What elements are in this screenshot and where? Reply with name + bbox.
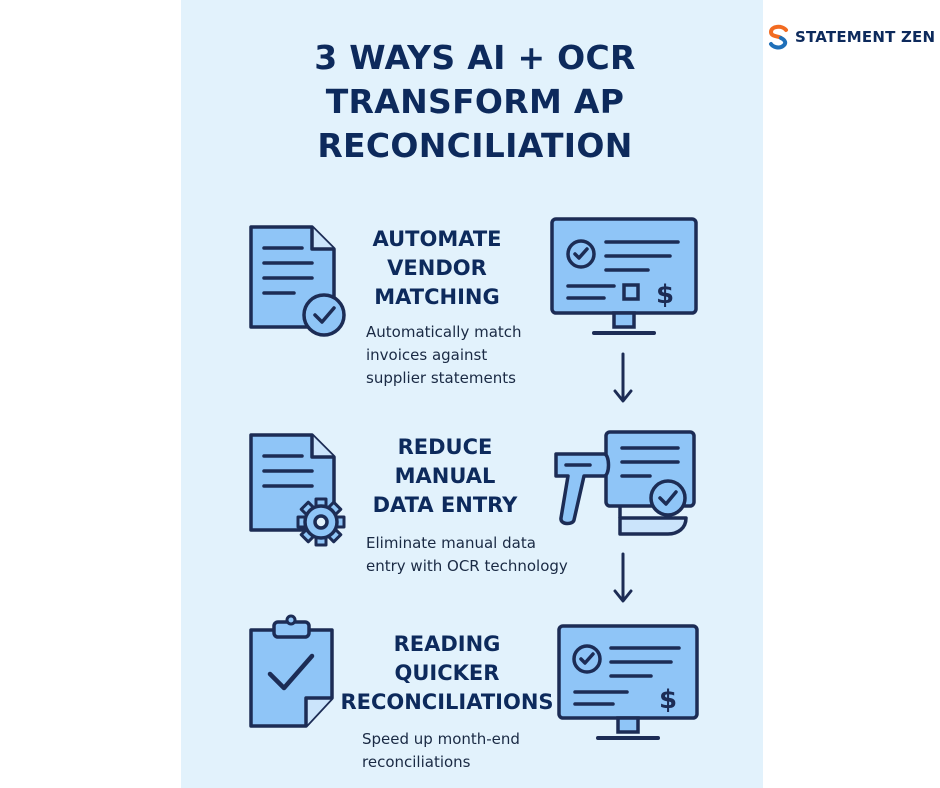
- title-line-2: TRANSFORM AP: [325, 82, 625, 121]
- brand-logo: STATEMENT ZEN: [766, 22, 935, 52]
- barcode-scanner-icon: [554, 430, 696, 536]
- clipboard-check-icon: [249, 614, 334, 728]
- svg-text:$: $: [656, 280, 674, 310]
- page-title: 3 WAYS AI + OCR TRANSFORM AP RECONCILIAT…: [245, 36, 705, 168]
- step-1-description: Automatically match invoices against sup…: [366, 323, 522, 387]
- monitor-invoice-icon: $: [557, 624, 699, 740]
- step-3-description: Speed up month-end reconciliations: [362, 730, 520, 771]
- step-1-heading: AUTOMATE VENDOR MATCHING: [372, 227, 502, 309]
- step-2-description: Eliminate manual data entry with OCR tec…: [366, 534, 568, 575]
- monitor-invoice-icon: $: [550, 217, 698, 335]
- arrow-down-icon: [613, 552, 633, 603]
- document-check-icon: [249, 225, 346, 337]
- document-gear-icon: [249, 433, 346, 547]
- title-line-1: 3 WAYS AI + OCR: [314, 38, 636, 77]
- brand-name: STATEMENT ZEN: [795, 28, 936, 46]
- s-logo-icon: [768, 24, 788, 50]
- step-2-heading: REDUCE MANUAL DATA ENTRY: [372, 435, 518, 517]
- title-line-3: RECONCILIATION: [317, 126, 633, 165]
- step-3-heading: READING QUICKER RECONCILIATIONS: [340, 632, 554, 714]
- svg-text:$: $: [659, 685, 677, 715]
- arrow-down-icon: [613, 352, 633, 403]
